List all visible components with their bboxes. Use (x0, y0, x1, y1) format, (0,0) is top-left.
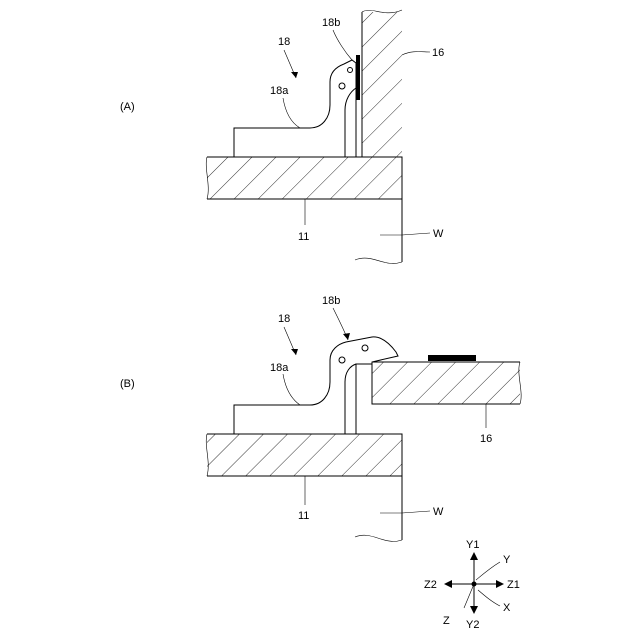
part-16-wall (362, 10, 402, 157)
leader-18a (283, 374, 300, 405)
part-w (355, 199, 402, 263)
seal-strip (356, 55, 360, 100)
label-18: 18 (278, 313, 290, 325)
part-16-board (372, 362, 521, 404)
leader-18a (283, 98, 300, 128)
panel-a-label: (A) (120, 101, 135, 113)
pivot-pin-2 (362, 345, 368, 351)
label-18a: 18a (270, 85, 289, 97)
pivot-pin (339, 83, 345, 89)
leader-w (380, 511, 430, 513)
label-16: 16 (432, 47, 444, 59)
axis-x: X (503, 602, 511, 614)
panel-b-label: (B) (120, 378, 135, 390)
axis-y1: Y1 (466, 539, 479, 551)
label-18a: 18a (270, 362, 289, 374)
seal-strip (428, 355, 476, 361)
label-11: 11 (298, 231, 309, 243)
label-11: 11 (298, 510, 309, 522)
label-18b: 18b (322, 17, 340, 29)
leader-w (380, 233, 430, 235)
axis-y2: Y2 (466, 619, 479, 631)
label-18b: 18b (322, 295, 340, 307)
part-11-base (206, 157, 402, 199)
axis-z: Z (443, 615, 450, 627)
label-16: 16 (480, 433, 492, 445)
pivot-pin (339, 357, 345, 363)
label-w: W (433, 506, 444, 518)
label-w: W (433, 228, 444, 240)
axes-legend: Y1 Y2 Y Z1 Z2 Z X (424, 539, 520, 631)
axis-y: Y (503, 554, 511, 566)
leader-18b (333, 30, 352, 60)
axis-z1: Z1 (507, 579, 520, 591)
label-18: 18 (278, 36, 290, 48)
panel-b: (B) (120, 295, 521, 541)
part-w (355, 476, 402, 541)
part-11-base (206, 434, 402, 476)
leader-16 (402, 52, 430, 55)
pivot-pin-2 (348, 68, 353, 73)
axis-z2: Z2 (424, 579, 437, 591)
panel-a: (A) (120, 10, 444, 263)
